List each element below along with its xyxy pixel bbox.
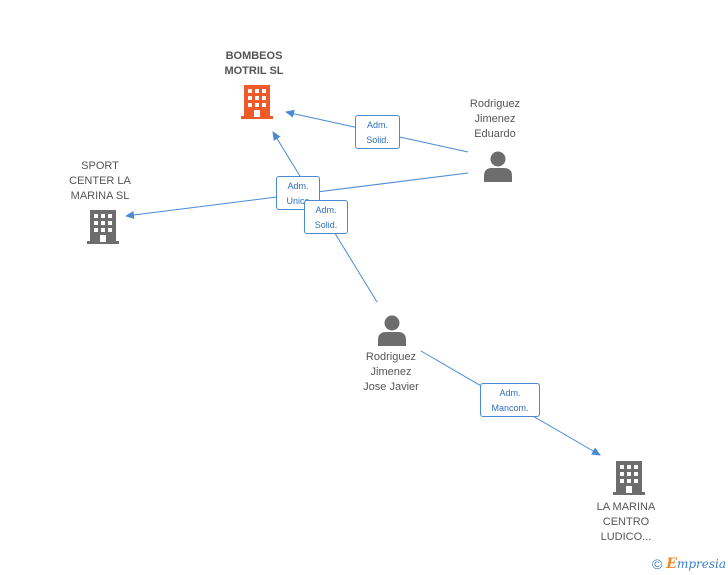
role-box-adm-mancom[interactable]: Adm. Mancom. bbox=[480, 383, 540, 417]
building-icon[interactable] bbox=[613, 461, 645, 495]
person-label-jose-javier: Rodriguez Jimenez Jose Javier bbox=[363, 351, 419, 393]
role-box-adm-solid-eduardo[interactable]: Adm. Solid. bbox=[355, 115, 400, 149]
copyright-icon: © bbox=[651, 556, 663, 572]
person-icon[interactable] bbox=[483, 151, 513, 182]
footer-credit: © Empresia bbox=[652, 556, 726, 572]
brand-initial: E bbox=[666, 556, 677, 572]
brand-name: mpresia bbox=[676, 557, 726, 571]
person-icon[interactable] bbox=[377, 315, 407, 346]
company-label-la-marina: LA MARINA CENTRO LUDICO... bbox=[596, 501, 656, 543]
person-label-eduardo: Rodriguez Jimenez Eduardo bbox=[469, 98, 521, 140]
company-label-sport-center: SPORT CENTER LA MARINA SL bbox=[69, 160, 131, 202]
building-icon[interactable] bbox=[87, 210, 119, 244]
brand-logo[interactable]: Empresia bbox=[666, 556, 726, 572]
company-label-bombeos: BOMBEOS MOTRIL SL bbox=[224, 50, 284, 77]
building-icon[interactable] bbox=[241, 85, 273, 119]
role-box-adm-solid-jose-javier[interactable]: Adm. Solid. bbox=[304, 200, 348, 234]
